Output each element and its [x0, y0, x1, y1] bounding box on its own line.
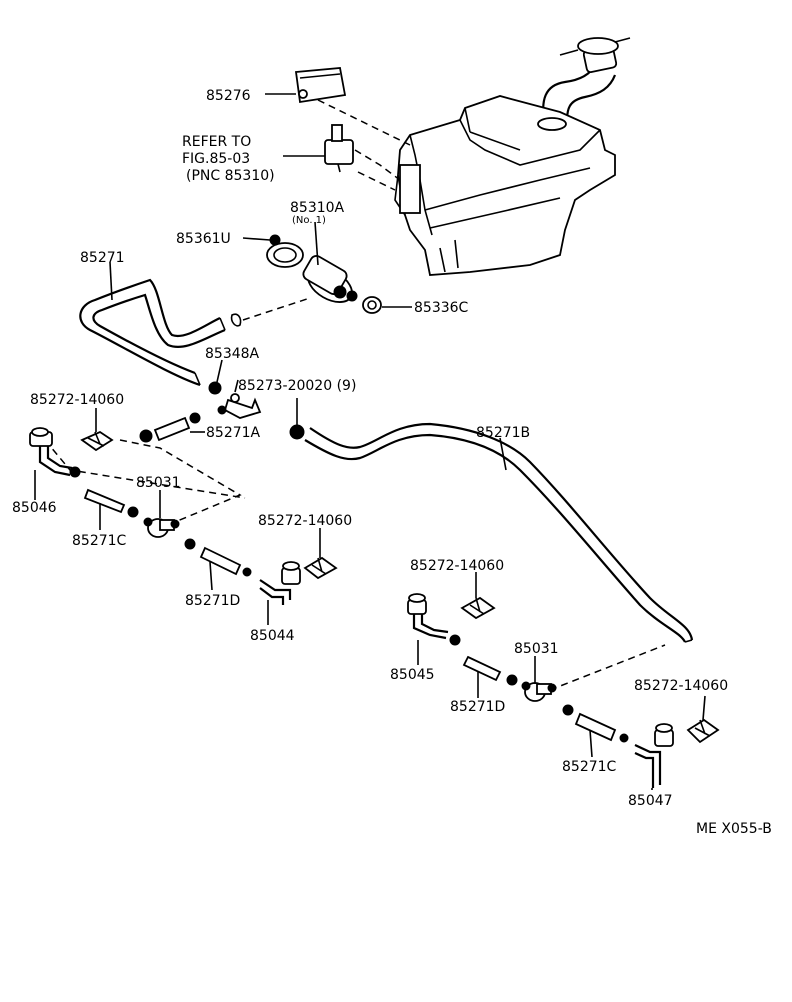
label-85272-d: 85272-14060: [634, 678, 728, 694]
washer-pump-85310A: [302, 255, 358, 303]
label-85310A: 85310A: [290, 200, 345, 216]
hose-85271C-b: [574, 712, 629, 743]
hose-85271B: [304, 422, 694, 643]
tee-85031-b: [521, 681, 557, 702]
label-85348A: 85348A: [205, 346, 260, 362]
hose-85271D-b: [462, 655, 518, 686]
label-85271C-b: 85271C: [562, 759, 617, 775]
nozzle-85046: [29, 427, 73, 477]
label-85271: 85271: [80, 250, 125, 266]
nozzle-85047: [634, 723, 674, 788]
nozzle-85044: [259, 561, 301, 605]
label-85273: 85273-20020 (9): [238, 378, 356, 394]
washer-tank: [394, 37, 631, 276]
label-85044: 85044: [250, 628, 295, 644]
clip-85272-b: [303, 556, 338, 580]
tee-85273: [223, 393, 262, 419]
hose-85271: [79, 278, 226, 387]
label-85031-b: 85031: [514, 641, 559, 657]
hose-85271C-a: [83, 488, 139, 518]
label-85272-a: 85272-14060: [30, 392, 124, 408]
hose-85271D-a: [199, 546, 252, 577]
label-refer-line3: (PNC 85310): [186, 168, 275, 184]
label-85047: 85047: [628, 793, 673, 809]
figure-code: ME X055-B: [696, 821, 772, 837]
grommet-85336C: [362, 296, 382, 314]
label-85046: 85046: [12, 500, 57, 516]
label-no1: (No. 1): [292, 215, 326, 226]
label-85045: 85045: [390, 667, 435, 683]
label-85271C-a: 85271C: [72, 533, 127, 549]
hose-85271A: [139, 405, 227, 443]
nozzle-85045: [407, 593, 449, 640]
label-85336C: 85336C: [414, 300, 469, 316]
clip-85272-d: [686, 718, 720, 744]
label-85272-b: 85272-14060: [258, 513, 352, 529]
label-85271B: 85271B: [476, 425, 530, 441]
label-refer-line1: REFER TO: [182, 134, 251, 150]
washer-motor-ref: [324, 124, 354, 173]
label-85031-a: 85031: [136, 475, 181, 491]
clamp-85361U: [266, 234, 304, 268]
clip-85272-a: [80, 430, 114, 452]
label-85271D-a: 85271D: [185, 593, 240, 609]
tee-85031-a: [143, 517, 180, 538]
bracket-85276: [294, 67, 347, 104]
label-85276: 85276: [206, 88, 251, 104]
label-85361U: 85361U: [176, 231, 231, 247]
label-refer-line2: FIG.85-03: [182, 151, 250, 167]
part-labels: 85276 REFER TO FIG.85-03 (PNC 85310) 853…: [12, 88, 772, 837]
label-85272-c: 85272-14060: [410, 558, 504, 574]
label-85271A: 85271A: [206, 425, 261, 441]
label-85271D-b: 85271D: [450, 699, 505, 715]
clip-85272-c: [460, 596, 496, 620]
